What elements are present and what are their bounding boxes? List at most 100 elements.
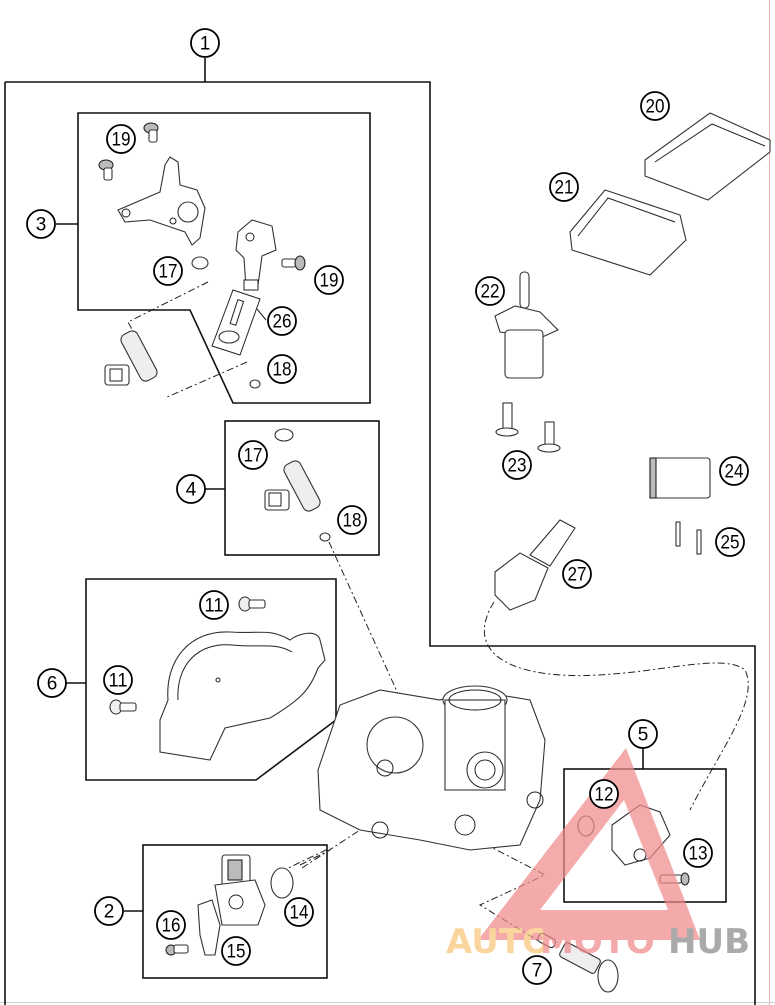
callout-label: 16 <box>162 916 181 937</box>
callout-label: 24 <box>725 462 744 483</box>
callout-label: 23 <box>508 456 527 477</box>
callout-label: 13 <box>689 844 708 865</box>
group-26-leader <box>256 308 267 321</box>
callout-circle <box>238 440 268 470</box>
callout-6: 6 <box>37 668 67 698</box>
screw-16 <box>165 944 189 956</box>
callout-label: 17 <box>159 262 178 283</box>
callout-17: 17 <box>238 440 268 470</box>
callout-label: 12 <box>595 785 614 806</box>
injector-group-3 <box>104 330 158 386</box>
watermark-hub: HUB <box>668 922 750 962</box>
assembly-line-group-4 <box>301 829 361 869</box>
assembly-line-harness-27 <box>483 601 749 811</box>
callout-19: 19 <box>106 124 136 154</box>
callout-circle <box>640 91 670 121</box>
callout-3: 3 <box>26 209 56 239</box>
watermark-moto: MOTO <box>540 922 655 962</box>
callout-circle <box>522 955 552 985</box>
callout-label: 18 <box>273 360 292 381</box>
callout-circle <box>176 474 206 504</box>
callout-label: 15 <box>227 942 246 963</box>
callout-17: 17 <box>153 256 183 286</box>
callout-label: 3 <box>36 215 47 236</box>
callout-label: 19 <box>320 271 339 292</box>
callout-circle <box>103 665 133 695</box>
callout-11: 11 <box>103 665 133 695</box>
callout-26: 26 <box>267 306 297 336</box>
screw-19-a <box>143 122 159 143</box>
pins-25 <box>675 521 702 555</box>
group-4-frame <box>224 420 380 556</box>
page-bottom-border <box>0 1002 775 1003</box>
callout-25: 25 <box>715 527 745 557</box>
screw-19-c <box>281 255 306 271</box>
callout-label: 18 <box>343 511 362 532</box>
group-3-frame <box>77 112 371 404</box>
lever-15 <box>197 899 221 956</box>
o-ring-14 <box>270 867 294 899</box>
watermark-triangle <box>478 748 700 940</box>
o-ring-17-a <box>191 256 209 270</box>
callout-14: 14 <box>284 897 314 927</box>
callout-label: 5 <box>638 725 649 746</box>
ecu-unit-20 <box>644 112 771 201</box>
callout-circle <box>156 910 186 940</box>
throttle-body <box>317 685 546 851</box>
o-ring-17-b <box>274 428 294 442</box>
callout-circle <box>94 896 124 926</box>
callout-16: 16 <box>156 910 186 940</box>
callout-label: 25 <box>721 533 740 554</box>
filter-26 <box>218 298 245 344</box>
callout-circle <box>337 505 367 535</box>
callout-circle <box>683 838 713 868</box>
callout-circle <box>221 936 251 966</box>
callout-label: 2 <box>104 902 115 923</box>
screw-23-b <box>537 421 561 453</box>
callout-18: 18 <box>267 354 297 384</box>
callout-22: 22 <box>475 276 505 306</box>
callout-21: 21 <box>549 172 579 202</box>
group-6-frame <box>85 578 337 781</box>
injector-holder-bracket <box>117 156 206 246</box>
callout-label: 27 <box>568 565 587 586</box>
callout-label: 6 <box>47 674 58 695</box>
fuel-connector <box>235 219 277 291</box>
callout-circle <box>190 28 220 58</box>
group-26-frame <box>211 289 261 356</box>
o-ring-18-a <box>249 379 261 389</box>
callout-circle <box>267 306 297 336</box>
callout-circle <box>589 779 619 809</box>
callout-label: 1 <box>200 34 211 55</box>
harness-connector-27 <box>494 519 576 611</box>
callout-label: 19 <box>112 130 131 151</box>
callout-11: 11 <box>199 590 229 620</box>
callout-circle <box>502 450 532 480</box>
callout-20: 20 <box>640 91 670 121</box>
callout-label: 17 <box>244 446 263 467</box>
callout-circle <box>37 668 67 698</box>
group-1-frame <box>4 81 756 1005</box>
callout-7: 7 <box>522 955 552 985</box>
callout-circle <box>715 527 745 557</box>
callout-label: 21 <box>555 178 574 199</box>
callout-18: 18 <box>337 505 367 535</box>
assembly-line-screw-7 <box>457 829 547 946</box>
callout-13: 13 <box>683 838 713 868</box>
callout-2: 2 <box>94 896 124 926</box>
watermark: AUTO MOTO HUB <box>446 748 750 962</box>
callout-12: 12 <box>589 779 619 809</box>
page-right-border <box>769 0 770 1005</box>
callout-15: 15 <box>221 936 251 966</box>
connector-24 <box>649 457 711 499</box>
callout-5: 5 <box>628 719 658 749</box>
callout-24: 24 <box>719 456 749 486</box>
callout-circle <box>628 719 658 749</box>
callout-circle <box>284 897 314 927</box>
callout-circle <box>562 559 592 589</box>
watermark-auto: AUTO <box>446 922 551 962</box>
callout-1: 1 <box>190 28 220 58</box>
callout-label: 4 <box>186 480 197 501</box>
screw-11-b <box>109 699 137 715</box>
